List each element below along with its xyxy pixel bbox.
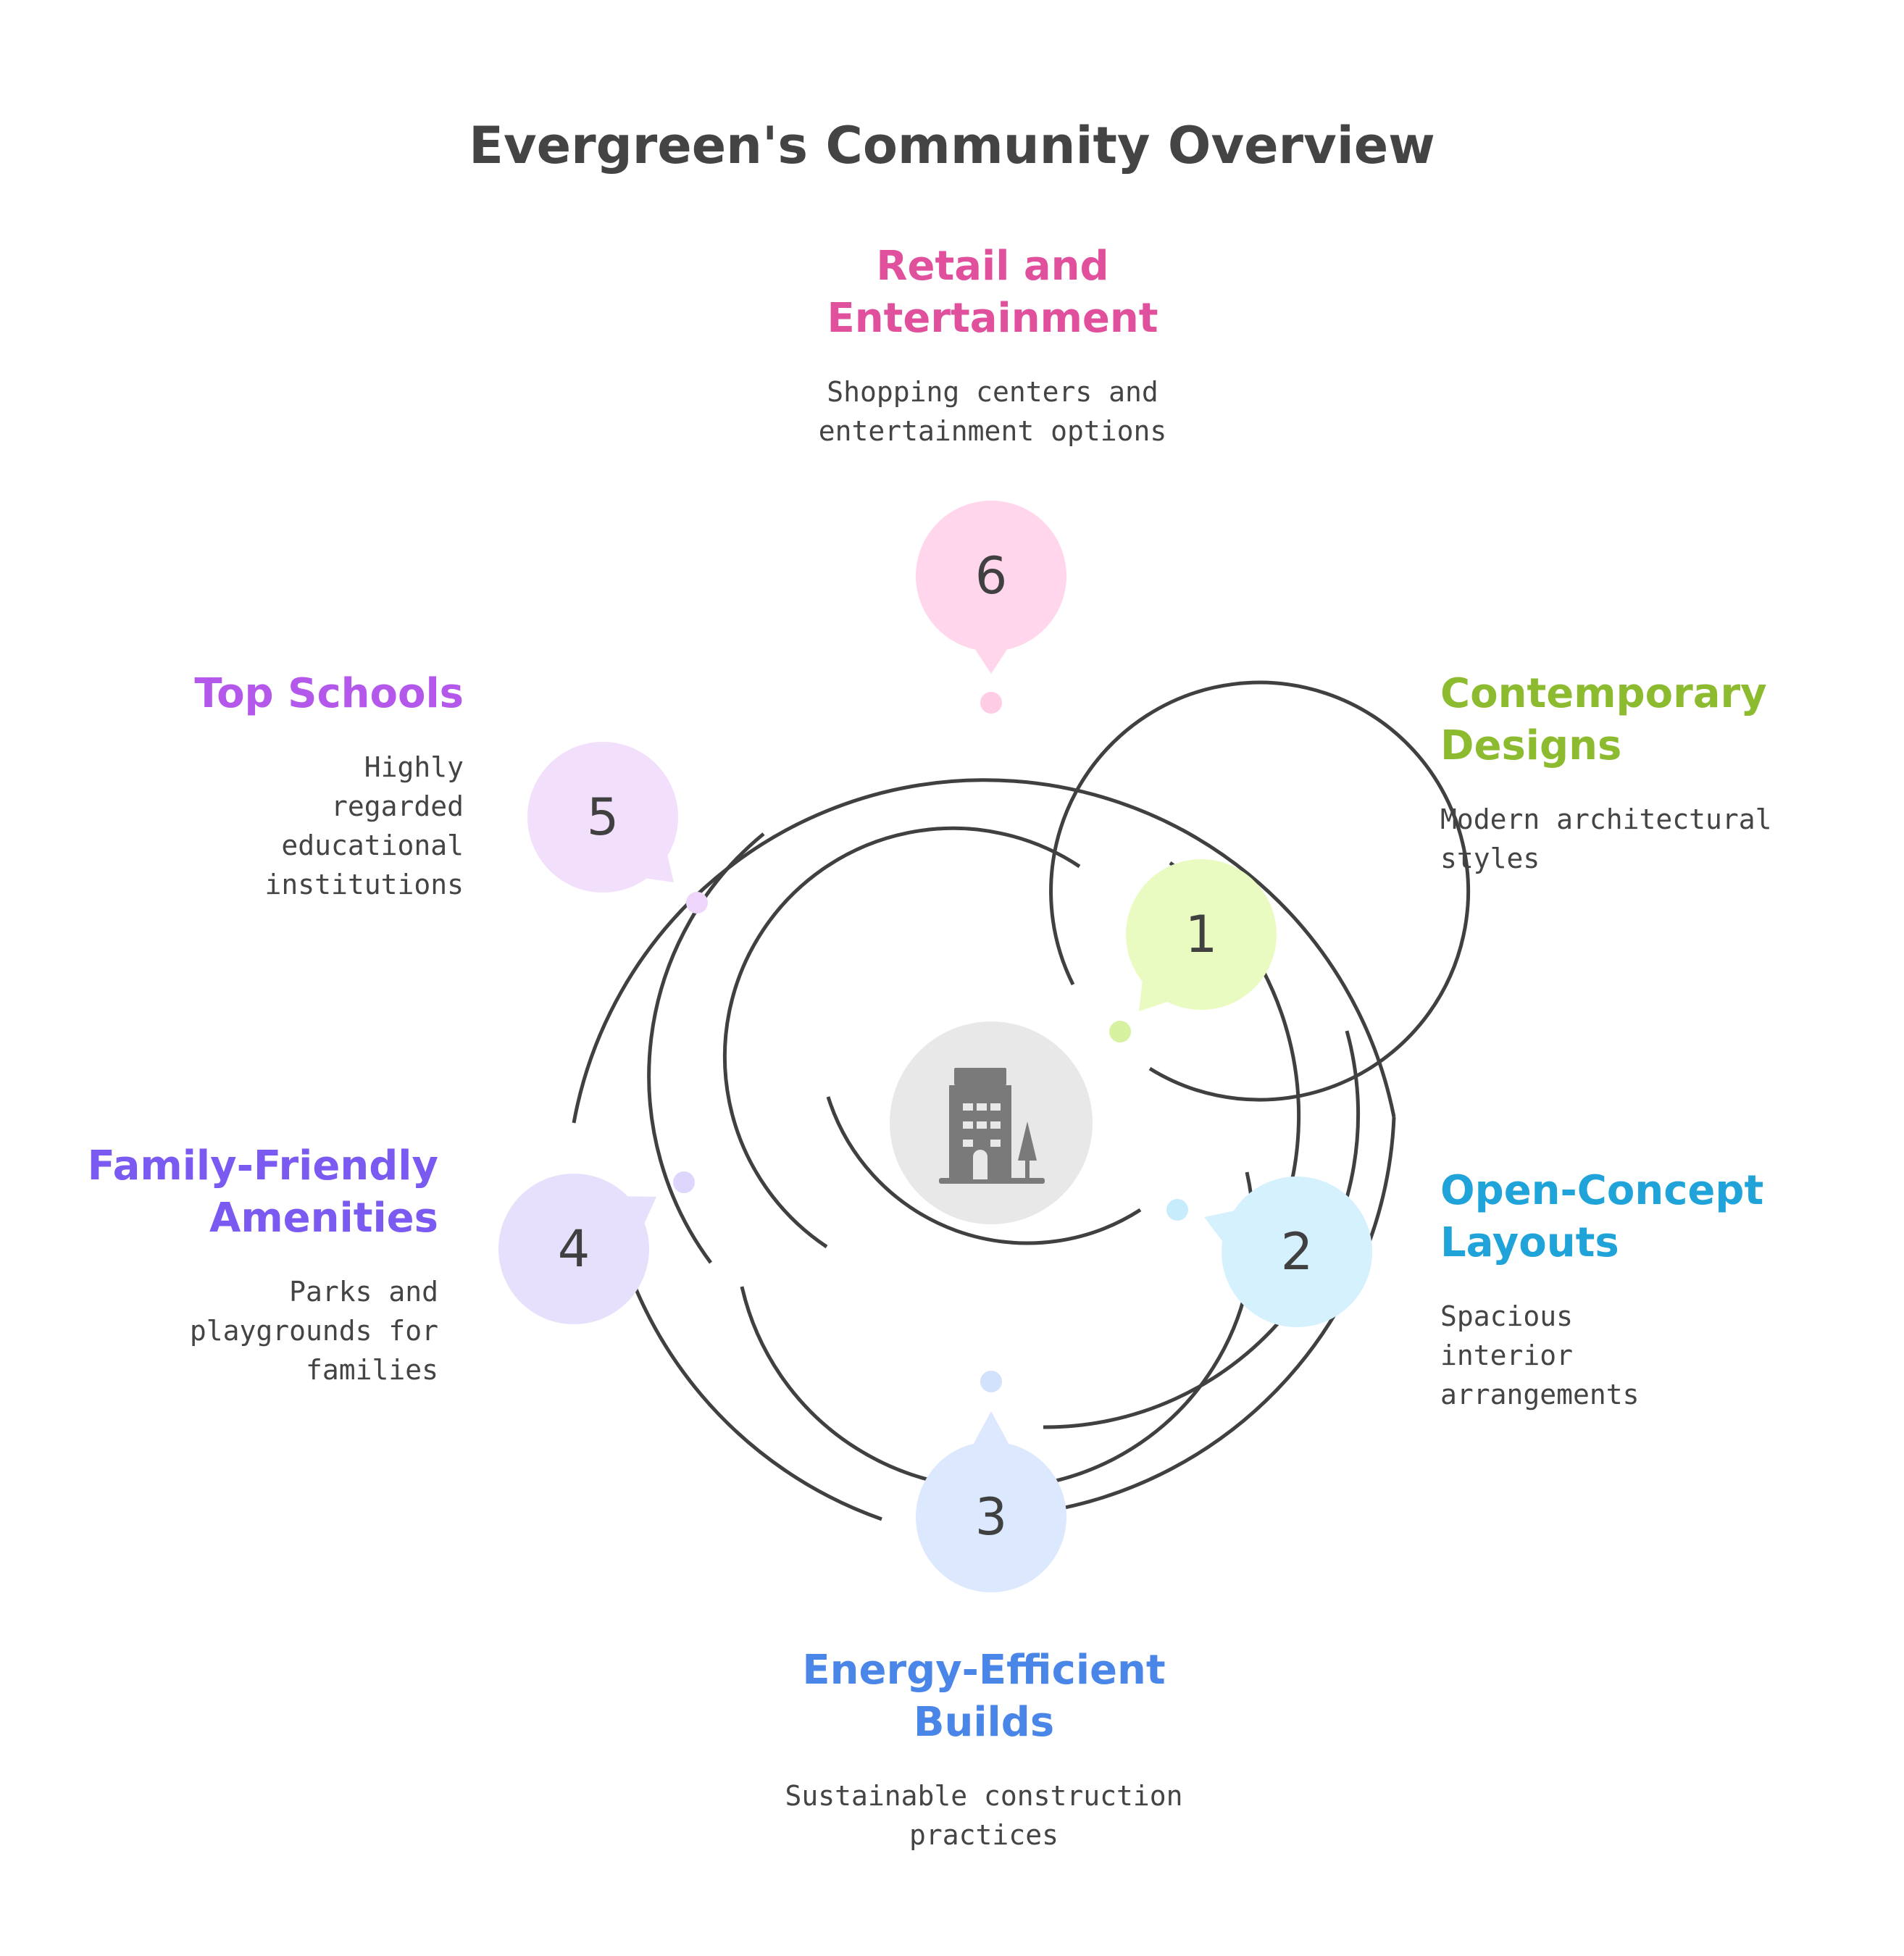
building-with-tree-icon (939, 1068, 1045, 1184)
center-badge (890, 1021, 1093, 1224)
item-label-1: Contemporary Designs Modern architectura… (1440, 668, 1817, 878)
item-4-title: Family-Friendly Amenities (87, 1142, 438, 1242)
arc-ring-4c (1040, 1116, 1396, 1514)
item-2-description: Spacious interior arrangements (1440, 1300, 1640, 1410)
bubble-6 (916, 501, 1066, 651)
item-label-6: Retail and Entertainment Shopping center… (768, 241, 1217, 451)
arc-ring-1a (1049, 680, 1470, 1102)
step-marker-1: 1 (1109, 859, 1277, 1042)
bubble-1 (1126, 859, 1277, 1010)
item-label-2: Open-Concept Layouts Spacious interior a… (1440, 1165, 1817, 1414)
arc-ring-4a (606, 1195, 882, 1521)
ring-dot-5 (686, 892, 708, 914)
ring-dot-4 (673, 1171, 695, 1193)
bubble-3 (916, 1442, 1066, 1592)
step-number-5: 5 (587, 787, 619, 847)
item-1-title: Contemporary Designs (1440, 670, 1767, 769)
marker-layer: 1 2 3 4 5 6 (498, 501, 1372, 1592)
step-number-2: 2 (1281, 1222, 1314, 1282)
item-label-5: Top Schools Highly regarded educational … (87, 668, 464, 904)
item-4-description: Parks and playgrounds for families (189, 1276, 438, 1386)
step-number-1: 1 (1185, 905, 1218, 964)
arc-ring-1b (826, 1096, 1142, 1245)
item-3-description: Sustainable construction practices (785, 1780, 1183, 1851)
ring-dot-2 (1166, 1199, 1188, 1221)
diagram-title: Evergreen's Community Overview (469, 116, 1435, 175)
step-number-6: 6 (975, 546, 1008, 606)
item-label-3: Energy-Efficient Builds Sustainable cons… (759, 1644, 1208, 1855)
step-number-3: 3 (975, 1487, 1008, 1547)
arc-ring-4b (572, 778, 1396, 1124)
item-label-4: Family-Friendly Amenities Parks and play… (65, 1140, 438, 1389)
item-6-description: Shopping centers and entertainment optio… (818, 376, 1167, 447)
arc-ring-3a (647, 832, 765, 1264)
ring-dot-6 (980, 692, 1002, 714)
step-number-4: 4 (558, 1219, 590, 1279)
step-marker-2: 2 (1166, 1176, 1372, 1327)
item-2-title: Open-Concept Layouts (1440, 1167, 1764, 1266)
item-1-description: Modern architectural styles (1440, 803, 1772, 874)
step-marker-5: 5 (527, 742, 708, 914)
bubble-2 (1222, 1176, 1372, 1327)
ring-dot-3 (980, 1371, 1002, 1392)
step-marker-4: 4 (498, 1171, 695, 1324)
ring-dot-1 (1109, 1021, 1131, 1042)
item-5-title: Top Schools (194, 670, 464, 717)
item-6-title: Retail and Entertainment (827, 243, 1158, 342)
bubble-5 (527, 742, 678, 893)
step-marker-3: 3 (916, 1371, 1066, 1592)
item-5-description: Highly regarded educational institutions (264, 751, 464, 900)
arc-ring-2a (722, 826, 1081, 1249)
step-marker-6: 6 (916, 501, 1066, 714)
item-3-title: Energy-Efficient Builds (802, 1647, 1166, 1746)
bubble-4 (498, 1174, 649, 1324)
